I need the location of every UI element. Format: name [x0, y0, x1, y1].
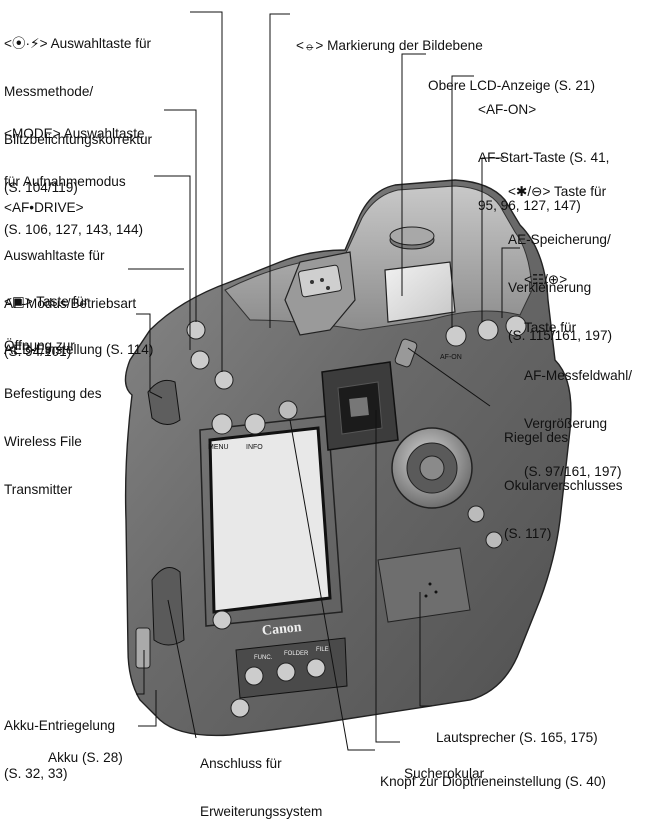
extension-connector-label: Anschluss für Erweiterungssystem	[200, 724, 322, 836]
af-on-button-text: AF-ON	[440, 350, 462, 366]
folder-button-text: FOLDER	[284, 646, 308, 662]
wft-opening-label: Öffnung zur Befestigung des Wireless Fil…	[4, 306, 102, 514]
func-button-text: FUNC.	[254, 650, 272, 666]
menu-button-text: MENU	[208, 440, 229, 456]
extension-cover	[152, 568, 184, 646]
wft-opening	[148, 380, 180, 424]
battery-label: Akku (S. 28)	[48, 718, 123, 782]
file-button-text: FILE	[316, 642, 329, 658]
diopter-knob-label: Knopf zur Dioptrieneinstellung (S. 40)	[380, 742, 606, 806]
diopter-knob	[279, 401, 297, 419]
speaker-panel	[378, 548, 470, 622]
top-lcd-panel	[385, 262, 455, 322]
eyepiece-shutter-label: Riegel des Okularverschlusses (S. 117)	[504, 398, 623, 558]
info-button-text: INFO	[246, 440, 263, 456]
